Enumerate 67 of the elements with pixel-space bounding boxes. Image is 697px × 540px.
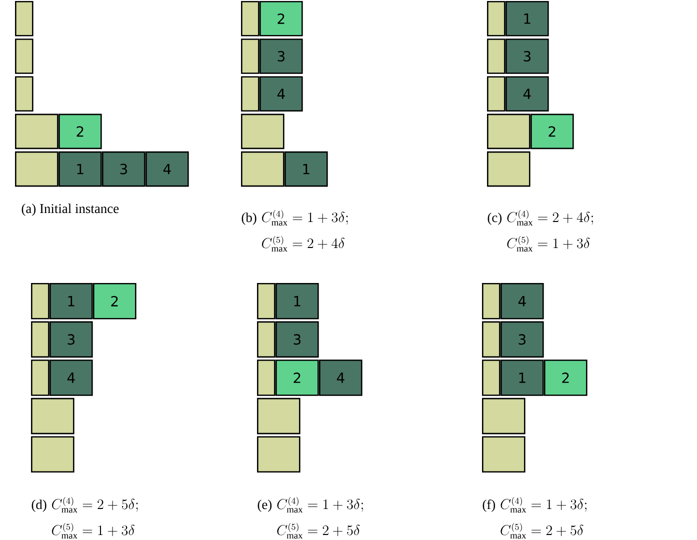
idle-block xyxy=(482,436,526,472)
idle-block xyxy=(241,151,284,187)
job-block: 4 xyxy=(146,151,189,187)
makespan-formula: $C_{\max}^{(4)} = 1 + 3\delta;$ xyxy=(277,497,363,513)
idle-block xyxy=(31,283,50,320)
makespan-formula: $C_{\max}^{(5)} = 2 + 5\delta$ xyxy=(277,523,360,539)
job-block: 2 xyxy=(260,1,303,36)
job-block: 3 xyxy=(260,38,303,74)
makespan-formula: $C_{\max}^{(5)} = 2 + 5\delta$ xyxy=(500,523,584,539)
idle-block xyxy=(487,151,530,187)
job-block: 4 xyxy=(260,76,303,112)
job-block: 3 xyxy=(506,38,549,74)
job-block: 4 xyxy=(506,76,549,112)
job-block: 4 xyxy=(500,283,544,320)
job-block: 3 xyxy=(276,321,319,358)
job-block: 2 xyxy=(544,360,588,396)
idle-block xyxy=(257,360,276,396)
idle-block xyxy=(15,38,34,74)
caption: (a) Initial instance xyxy=(22,204,119,216)
idle-block xyxy=(487,38,506,74)
makespan-formula: $C_{\max}^{(4)} = 1 + 3\delta;$ xyxy=(262,210,348,226)
idle-block xyxy=(257,283,276,320)
job-block: 3 xyxy=(500,321,544,358)
idle-block xyxy=(241,38,260,74)
job-block: 1 xyxy=(500,360,544,396)
job-block: 2 xyxy=(58,114,102,150)
job-block: 1 xyxy=(276,283,319,320)
makespan-formula: $C_{\max}^{(4)} = 2 + 5\delta;$ xyxy=(52,497,138,513)
job-block: 4 xyxy=(50,360,93,396)
job-block: 2 xyxy=(276,360,319,396)
job-block: 1 xyxy=(506,1,549,36)
idle-block xyxy=(487,76,506,112)
idle-block xyxy=(15,151,58,187)
panel-tag: (b) xyxy=(242,212,256,225)
panel-tag: (f) xyxy=(482,500,496,512)
job-block: 1 xyxy=(58,151,102,187)
job-block: 4 xyxy=(319,360,362,396)
makespan-formula: $C_{\max}^{(4)} = 2 + 4\delta;$ xyxy=(507,210,593,226)
idle-block xyxy=(31,321,50,358)
idle-block xyxy=(482,321,500,358)
job-block: 2 xyxy=(93,283,136,320)
makespan-formula: $C_{\max}^{(5)} = 1 + 3\delta$ xyxy=(52,523,135,539)
idle-block xyxy=(241,1,260,36)
idle-block xyxy=(257,436,300,472)
makespan-formula: $C_{\max}^{(4)} = 1 + 3\delta;$ xyxy=(500,497,586,513)
job-block: 3 xyxy=(50,321,93,358)
idle-block xyxy=(15,114,58,150)
idle-block xyxy=(487,1,506,36)
idle-block xyxy=(15,1,34,36)
idle-block xyxy=(241,114,284,150)
idle-block xyxy=(241,76,260,112)
panel-tag: (e) xyxy=(258,500,272,512)
makespan-formula: $C_{\max}^{(5)} = 2 + 4\delta$ xyxy=(262,236,345,252)
makespan-formula: $C_{\max}^{(5)} = 1 + 3\delta$ xyxy=(507,236,590,252)
idle-block xyxy=(482,360,500,396)
idle-block xyxy=(257,321,276,358)
idle-block xyxy=(487,114,530,150)
job-block: 1 xyxy=(284,151,328,187)
panel-tag: (d) xyxy=(32,500,46,512)
job-block: 3 xyxy=(102,151,146,187)
idle-block xyxy=(31,360,50,396)
panel-tag: (c) xyxy=(488,212,502,225)
idle-block xyxy=(15,76,34,112)
idle-block xyxy=(31,436,74,472)
idle-block xyxy=(482,283,500,320)
job-block: 1 xyxy=(50,283,93,320)
job-block: 2 xyxy=(530,114,574,150)
